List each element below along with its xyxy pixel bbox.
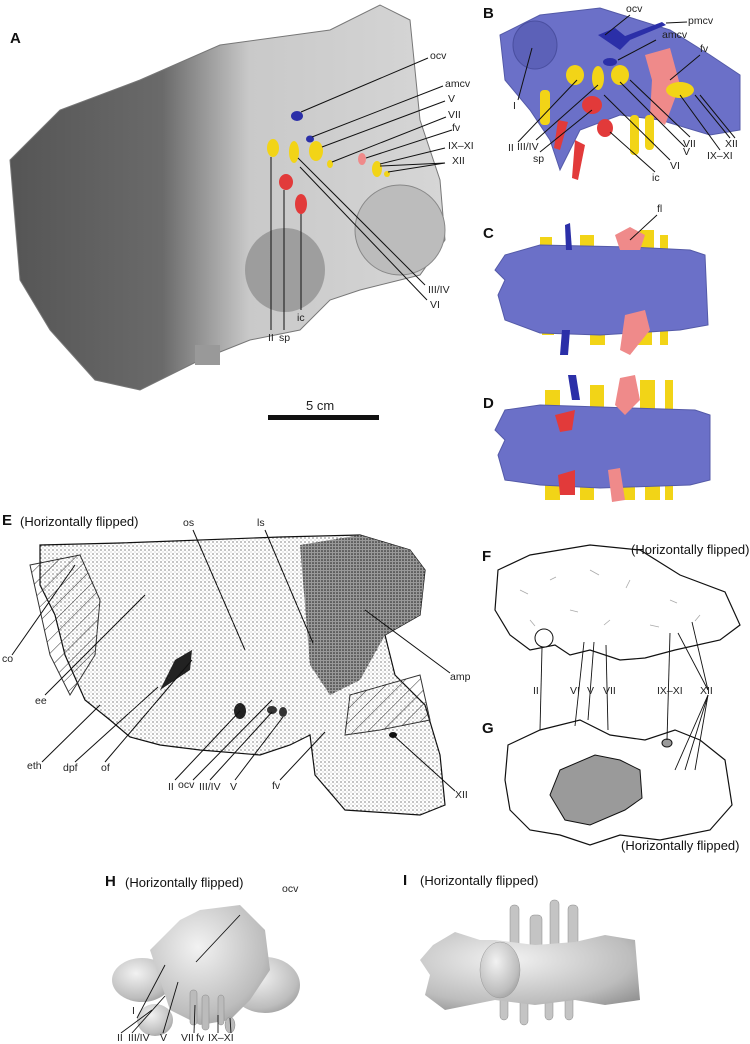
panel-d: D bbox=[480, 370, 750, 510]
label-a-fv: fv bbox=[452, 122, 461, 134]
panel-f-subtitle: (Horizontally flipped) bbox=[631, 542, 750, 557]
label-h-II: II bbox=[117, 1032, 123, 1044]
label-h-IX-XI: IX–XI bbox=[208, 1032, 234, 1044]
label-a-II: II bbox=[268, 332, 274, 344]
label-e-ocv: ocv bbox=[178, 779, 195, 791]
label-b-VII: VII bbox=[683, 138, 696, 150]
label-b-II: II bbox=[508, 142, 514, 154]
label-e-fv: fv bbox=[272, 780, 281, 792]
label-e-of: of bbox=[101, 762, 110, 774]
label-e-V: V bbox=[230, 781, 238, 793]
label-e-XII: XII bbox=[455, 789, 468, 801]
label-f-IX-XI: IX–XI bbox=[657, 685, 683, 697]
panel-d-letter: D bbox=[483, 395, 494, 412]
panel-g-subtitle: (Horizontally flipped) bbox=[621, 838, 740, 853]
label-b-IX-XI: IX–XI bbox=[707, 150, 733, 162]
label-e-co: co bbox=[2, 653, 14, 665]
label-b-ic: ic bbox=[652, 172, 660, 184]
label-b-V: V bbox=[683, 146, 691, 158]
panel-c-letter: C bbox=[483, 225, 494, 242]
label-a-ic: ic bbox=[297, 312, 305, 324]
label-h-I: I bbox=[132, 1005, 135, 1017]
label-a-IX-XI: IX–XI bbox=[448, 140, 474, 152]
scale-bar bbox=[268, 415, 379, 420]
label-f-VI: VI bbox=[570, 685, 580, 697]
label-a-ocv: ocv bbox=[430, 50, 447, 62]
label-c-fl: fl bbox=[657, 203, 663, 215]
panel-fg: F (Horizontally flipped) II VI V VII IX–… bbox=[470, 530, 750, 853]
scale-bar-label: 5 cm bbox=[306, 398, 335, 413]
panel-d-endocast-render bbox=[494, 375, 711, 502]
label-a-sp: sp bbox=[279, 332, 291, 344]
label-e-ee: ee bbox=[35, 695, 47, 707]
label-e-amp: amp bbox=[450, 671, 471, 683]
label-e-eth: eth bbox=[27, 760, 42, 772]
panel-c: C fl bbox=[480, 195, 750, 355]
panel-f-letter: F bbox=[482, 548, 492, 565]
panel-e-stipple-drawing bbox=[11, 529, 456, 816]
label-b-amcv: amcv bbox=[662, 29, 688, 41]
label-e-II: II bbox=[168, 781, 174, 793]
label-b-XII: XII bbox=[725, 138, 738, 150]
label-e-dpf: dpf bbox=[63, 762, 78, 774]
panel-i-subtitle: (Horizontally flipped) bbox=[420, 873, 539, 888]
label-h-III-IV: III/IV bbox=[128, 1032, 150, 1044]
label-f-II: II bbox=[533, 685, 539, 697]
panel-e: E (Horizontally flipped) os ls co ee eth… bbox=[0, 505, 475, 845]
label-h-fv: fv bbox=[196, 1032, 205, 1044]
panel-h-letter: H bbox=[105, 873, 116, 890]
panel-h: H (Horizontally flipped) ocv I II III/IV… bbox=[90, 870, 350, 1044]
panel-b-letter: B bbox=[483, 5, 494, 22]
label-b-I: I bbox=[513, 100, 516, 112]
panel-i: I (Horizontally flipped) bbox=[395, 870, 655, 1043]
label-f-XII: XII bbox=[700, 685, 713, 697]
label-b-III-IV: III/IV bbox=[517, 141, 539, 153]
panel-b-endocast-render bbox=[499, 7, 741, 180]
label-b-fv: fv bbox=[700, 43, 709, 55]
panel-c-endocast-render bbox=[494, 214, 709, 355]
label-a-V: V bbox=[448, 93, 456, 105]
label-b-ocv: ocv bbox=[626, 3, 643, 15]
label-e-III-IV: III/IV bbox=[199, 781, 221, 793]
label-f-VII: VII bbox=[603, 685, 616, 697]
label-e-os: os bbox=[183, 517, 195, 529]
label-a-III-IV: III/IV bbox=[428, 284, 450, 296]
panel-a-letter: A bbox=[10, 30, 21, 47]
panel-a-ct-render bbox=[9, 4, 453, 391]
label-e-ls: ls bbox=[257, 517, 265, 529]
panel-e-subtitle: (Horizontally flipped) bbox=[20, 514, 139, 529]
panel-i-letter: I bbox=[403, 872, 408, 889]
label-h-ocv: ocv bbox=[282, 883, 299, 895]
label-h-VII: VII bbox=[181, 1032, 194, 1044]
label-f-V: V bbox=[587, 685, 595, 697]
panel-e-letter: E bbox=[2, 512, 13, 529]
label-b-sp: sp bbox=[533, 153, 545, 165]
label-a-VII: VII bbox=[448, 109, 461, 121]
panel-i-render bbox=[420, 899, 640, 1026]
panel-a: A ocv amcv V VII fv IX–XI XII III/IV VI … bbox=[0, 0, 480, 430]
panel-g-letter: G bbox=[482, 720, 494, 737]
panel-fg-line-drawing bbox=[494, 544, 741, 846]
panel-h-render bbox=[112, 905, 300, 1036]
panel-b: B ocv pmcv amcv fv I II III/IV sp ic VI … bbox=[480, 0, 750, 190]
label-b-VI: VI bbox=[670, 160, 680, 172]
label-a-amcv: amcv bbox=[445, 78, 471, 90]
label-a-XII: XII bbox=[452, 155, 465, 167]
panel-h-subtitle: (Horizontally flipped) bbox=[125, 875, 244, 890]
label-a-VI: VI bbox=[430, 299, 440, 311]
label-h-V: V bbox=[160, 1032, 168, 1044]
label-b-pmcv: pmcv bbox=[688, 15, 714, 27]
